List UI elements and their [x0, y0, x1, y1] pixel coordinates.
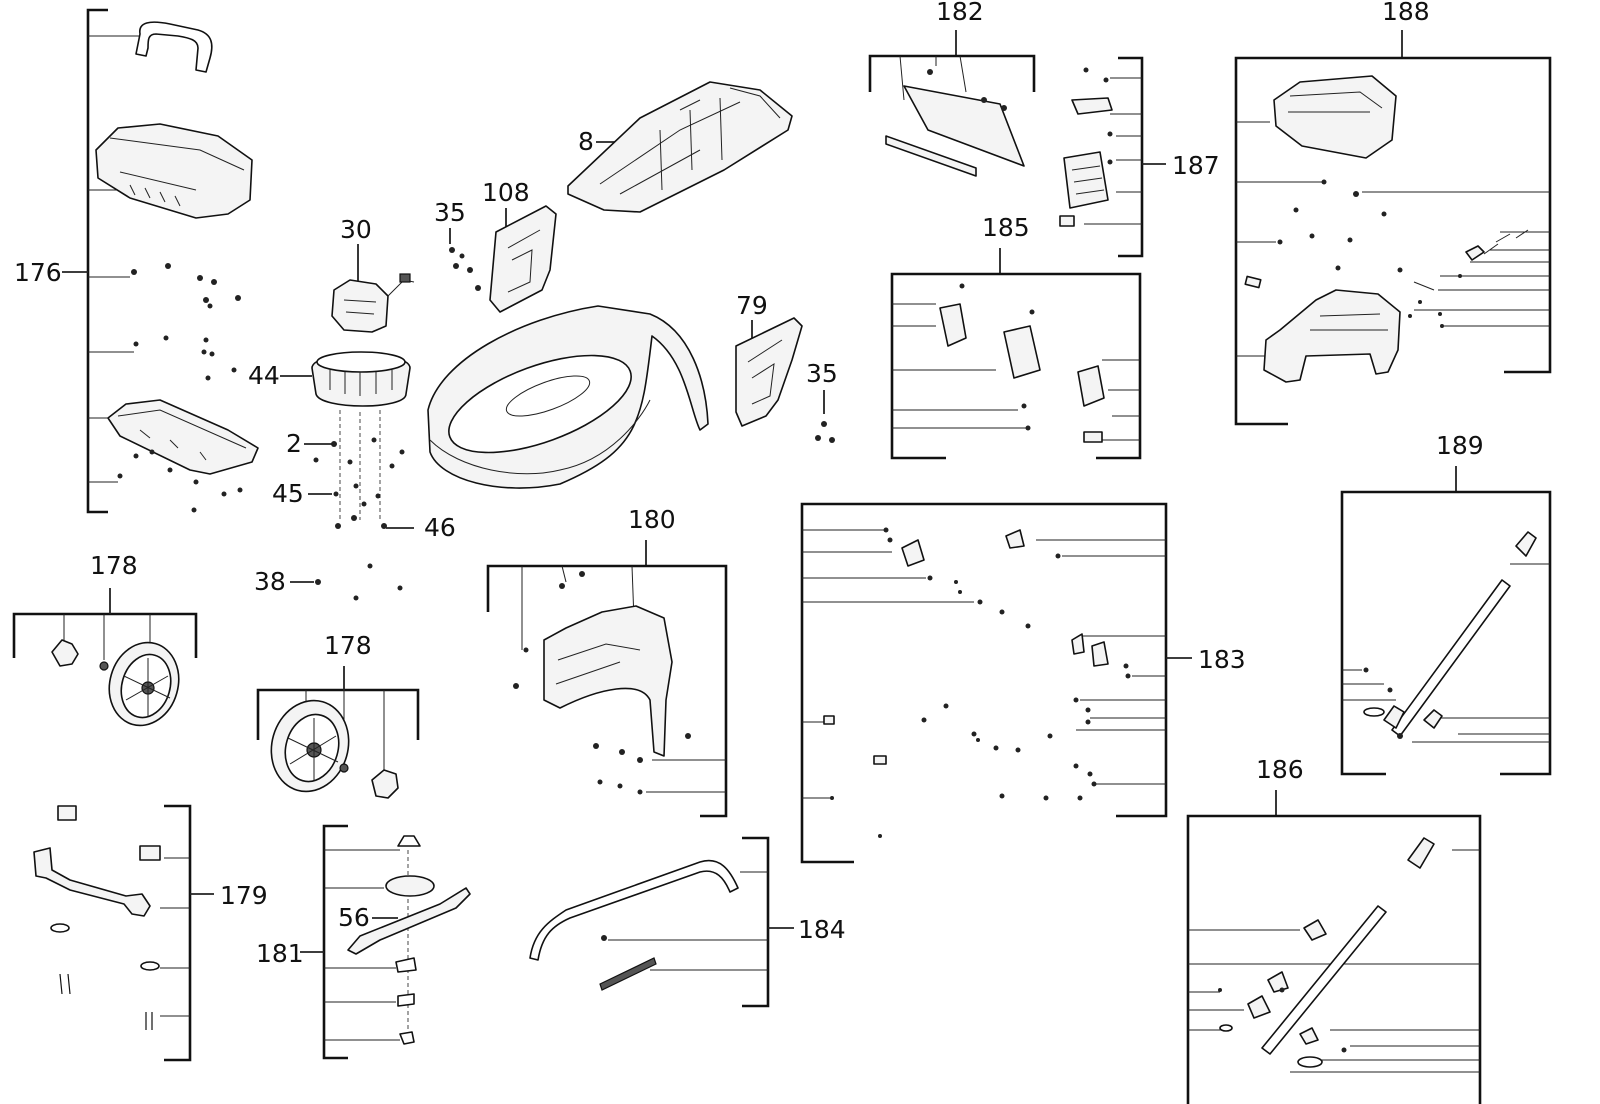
blade-assembly-181: 181 56 — [256, 824, 471, 1060]
callout-38: 38 — [254, 567, 286, 596]
assembly-185: 185 — [890, 213, 1142, 460]
wheel-assembly-178-right: 178 — [256, 631, 420, 799]
callout-187: 187 — [1172, 151, 1220, 180]
mower-deck — [427, 305, 709, 489]
carry-handle-part — [135, 21, 213, 73]
battery-cover-part — [95, 123, 253, 219]
callout-2: 2 — [286, 429, 302, 458]
clip-part — [57, 805, 77, 821]
side-bracket-79: 79 35 — [735, 291, 838, 443]
side-bracket-108: 35 108 — [434, 178, 557, 313]
callout-182: 182 — [936, 0, 984, 26]
motor-fastener-set — [313, 410, 405, 601]
assembly-187: 187 — [1059, 56, 1220, 258]
callout-178-right: 178 — [324, 631, 372, 660]
handle-bar-184: 184 — [529, 836, 846, 1008]
assembly-176: 176 — [14, 8, 259, 514]
assembly-182: 182 — [868, 0, 1036, 177]
assembly-189: 189 — [1340, 431, 1552, 776]
callout-35-right: 35 — [806, 359, 838, 388]
callout-44: 44 — [248, 361, 280, 390]
callout-188: 188 — [1382, 0, 1430, 26]
grass-box-180: 180 — [486, 505, 728, 818]
callout-183: 183 — [1198, 645, 1246, 674]
assembly-188: 188 — [1234, 0, 1552, 426]
motor-part — [331, 279, 389, 333]
callout-186: 186 — [1256, 755, 1304, 784]
callout-35-top: 35 — [434, 198, 466, 227]
screw-set-176 — [117, 263, 243, 513]
screw-set-183 — [830, 527, 1131, 838]
assembly-183: 183 — [800, 502, 1246, 864]
callout-185: 185 — [982, 213, 1030, 242]
callout-184: 184 — [798, 915, 846, 944]
deck-top-8: 8 — [567, 81, 793, 213]
callout-79: 79 — [736, 291, 768, 320]
hardware-set-188 — [1277, 179, 1550, 328]
callout-179: 179 — [220, 881, 268, 910]
battery-tray-part — [107, 399, 259, 475]
callout-108: 108 — [482, 178, 530, 207]
callout-45: 45 — [272, 479, 304, 508]
wheel-assembly-178-left: 178 — [12, 551, 198, 727]
callout-56: 56 — [338, 903, 370, 932]
callout-8: 8 — [578, 127, 594, 156]
height-adjust-179: 179 — [33, 804, 268, 1062]
callout-180: 180 — [628, 505, 676, 534]
callout-189: 189 — [1436, 431, 1484, 460]
callout-176: 176 — [14, 258, 62, 287]
assembly-186: 186 — [1186, 755, 1482, 1104]
callout-178-left: 178 — [90, 551, 138, 580]
motor-column: 30 44 2 45 46 38 — [248, 215, 456, 601]
callout-46: 46 — [424, 513, 456, 542]
callout-30: 30 — [340, 215, 372, 244]
callout-181: 181 — [256, 939, 304, 968]
